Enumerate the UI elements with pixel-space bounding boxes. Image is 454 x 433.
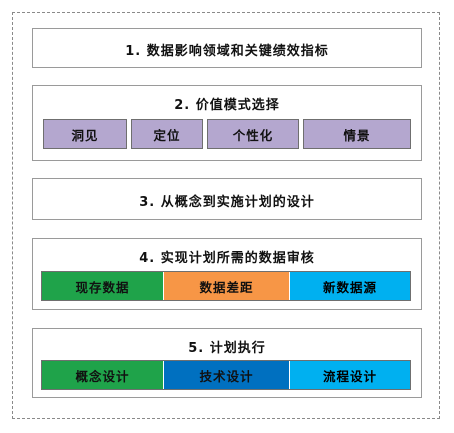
section-5-box: 5. 计划执行 概念设计 技术设计 流程设计 [32, 328, 422, 398]
value-mode-positioning: 定位 [131, 119, 203, 149]
process-design-cell: 流程设计 [290, 361, 410, 389]
section-3-title: 3. 从概念到实施计划的设计 [139, 195, 315, 210]
dashed-outer-frame [12, 12, 440, 419]
section-1-box: 1. 数据影响领域和关键绩效指标 [32, 28, 422, 68]
data-audit-row: 现存数据 数据差距 新数据源 [41, 271, 411, 301]
value-mode-context: 情景 [303, 119, 411, 149]
section-4-box: 4. 实现计划所需的数据审核 现存数据 数据差距 新数据源 [32, 238, 422, 310]
value-mode-personalization: 个性化 [207, 119, 299, 149]
concept-design-cell: 概念设计 [42, 361, 164, 389]
execution-row: 概念设计 技术设计 流程设计 [41, 360, 411, 390]
section-2-box: 2. 价值模式选择 洞见 定位 个性化 情景 [32, 85, 422, 161]
data-gap-cell: 数据差距 [164, 272, 290, 300]
section-4-title: 4. 实现计划所需的数据审核 [139, 251, 315, 266]
section-3-box: 3. 从概念到实施计划的设计 [32, 178, 422, 220]
new-data-source-cell: 新数据源 [290, 272, 410, 300]
technical-design-cell: 技术设计 [164, 361, 290, 389]
section-5-title: 5. 计划执行 [188, 341, 266, 356]
section-1-title: 1. 数据影响领域和关键绩效指标 [125, 44, 329, 59]
value-mode-insight: 洞见 [43, 119, 127, 149]
existing-data-cell: 现存数据 [42, 272, 164, 300]
section-2-title: 2. 价值模式选择 [174, 98, 280, 113]
